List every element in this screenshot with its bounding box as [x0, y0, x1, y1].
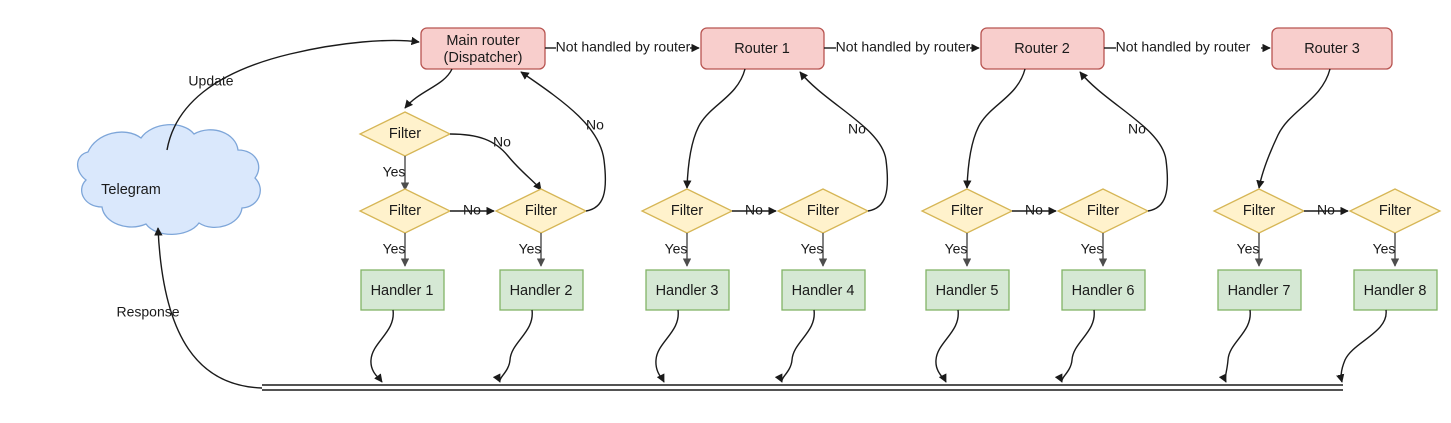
handler-5-box	[925, 269, 1010, 311]
edge-label-yes-7: Yes	[1081, 241, 1104, 257]
handler-2-box	[499, 269, 584, 311]
handler-2-label: Handler 2	[510, 283, 573, 299]
cloud-shape	[76, 123, 261, 235]
node-filter-b2[interactable]: Filter	[776, 188, 870, 234]
cloud-label: Telegram	[101, 182, 161, 198]
node-handler-7[interactable]: Handler 7	[1217, 269, 1302, 311]
edge-label-no-6: No	[1025, 202, 1043, 218]
edge-router2-to-filter-c1	[963, 68, 1026, 189]
handler-3-label: Handler 3	[656, 283, 719, 299]
node-filter-a1[interactable]: Filter	[358, 111, 452, 157]
handler-7-label: Handler 7	[1228, 283, 1291, 299]
node-filter-c1[interactable]: Filter	[920, 188, 1014, 234]
edge-label-yes-4: Yes	[665, 241, 688, 257]
edge-label-yes-9: Yes	[1373, 241, 1396, 257]
edge-router1-to-filter-b1	[683, 68, 746, 189]
main-router-label-line2: (Dispatcher)	[444, 50, 523, 66]
node-router-2[interactable]: Router 2	[980, 27, 1105, 70]
edge-label-yes-6: Yes	[945, 241, 968, 257]
handler-1-box	[360, 269, 445, 311]
edge-response	[154, 227, 263, 389]
edge-handler-7-to-bus	[1218, 309, 1251, 383]
handler-6-label: Handler 6	[1072, 283, 1135, 299]
response-bus	[262, 384, 1343, 391]
node-filter-b1[interactable]: Filter	[640, 188, 734, 234]
edge-label-response: Response	[116, 304, 179, 320]
node-filter-d2[interactable]: Filter	[1348, 188, 1442, 234]
edge-router3-to-filter-d1	[1256, 68, 1331, 189]
edge-update	[166, 36, 420, 151]
node-filter-c2[interactable]: Filter	[1056, 188, 1150, 234]
filter-b1-label: Filter	[671, 203, 703, 219]
edge-handler-8-to-bus	[1336, 309, 1387, 383]
node-handler-6[interactable]: Handler 6	[1061, 269, 1146, 311]
edge-filter-a3-no	[520, 71, 607, 212]
node-handler-1[interactable]: Handler 1	[360, 269, 445, 311]
handler-5-label: Handler 5	[936, 283, 999, 299]
edge-mainrouter-to-filter-a1	[404, 68, 453, 109]
edge-filter-a1-no	[449, 133, 542, 191]
handler-8-box	[1353, 269, 1438, 311]
router-1-label: Router 1	[734, 41, 790, 57]
edge-label-no-7: No	[1128, 121, 1146, 137]
edge-label-yes-8: Yes	[1237, 241, 1260, 257]
handler-4-label: Handler 4	[792, 283, 855, 299]
handler-1-label: Handler 1	[371, 283, 434, 299]
edge-filter-c2-no	[1079, 71, 1169, 212]
handler-3-box	[645, 269, 730, 311]
router-3-box	[1271, 27, 1393, 70]
node-router-1[interactable]: Router 1	[700, 27, 825, 70]
edge-label-yes-3: Yes	[519, 241, 542, 257]
edge-label-not-handled-1: Not handled by router	[556, 39, 691, 55]
edge-label-no-2: No	[463, 202, 481, 218]
router-2-label: Router 2	[1014, 41, 1070, 57]
edge-label-update: Update	[188, 73, 233, 89]
edge-filter-b2-no	[799, 71, 889, 212]
filter-b2-label: Filter	[807, 203, 839, 219]
node-handler-2[interactable]: Handler 2	[499, 269, 584, 311]
edge-handler-5-to-bus	[935, 309, 959, 383]
node-handler-3[interactable]: Handler 3	[645, 269, 730, 311]
edge-label-no-1: No	[493, 134, 511, 150]
handler-7-box	[1217, 269, 1302, 311]
edge-label-no-8: No	[1317, 202, 1335, 218]
filter-c1-label: Filter	[951, 203, 983, 219]
edge-handler-4-to-bus	[774, 309, 815, 383]
router-3-label: Router 3	[1304, 41, 1360, 57]
edge-label-no-5: No	[848, 121, 866, 137]
filter-d2-label: Filter	[1379, 203, 1411, 219]
filter-d1-label: Filter	[1243, 203, 1275, 219]
node-main-router[interactable]: Main router (Dispatcher)	[420, 27, 546, 70]
edge-handler-6-to-bus	[1054, 309, 1095, 383]
edge-label-not-handled-2: Not handled by router	[836, 39, 971, 55]
filter-a1-label: Filter	[389, 126, 421, 142]
node-filter-a2[interactable]: Filter	[358, 188, 452, 234]
handler-6-box	[1061, 269, 1146, 311]
edge-label-not-handled-3: Not handled by router	[1116, 39, 1251, 55]
node-handler-4[interactable]: Handler 4	[781, 269, 866, 311]
node-router-3[interactable]: Router 3	[1271, 27, 1393, 70]
edge-label-yes-5: Yes	[801, 241, 824, 257]
handler-8-label: Handler 8	[1364, 283, 1427, 299]
node-handler-8[interactable]: Handler 8	[1353, 269, 1438, 311]
filter-c2-label: Filter	[1087, 203, 1119, 219]
edge-label-no-3: No	[586, 117, 604, 133]
edge-label-yes-1: Yes	[383, 164, 406, 180]
node-filter-a3[interactable]: Filter	[494, 188, 588, 234]
edge-handler-3-to-bus	[655, 309, 679, 383]
filter-a2-label: Filter	[389, 203, 421, 219]
telegram-cloud[interactable]: Telegram	[76, 123, 261, 235]
node-handler-5[interactable]: Handler 5	[925, 269, 1010, 311]
edge-label-no-4: No	[745, 202, 763, 218]
node-filter-d1[interactable]: Filter	[1212, 188, 1306, 234]
edge-handler-1-to-bus	[370, 309, 394, 383]
edge-handler-2-to-bus	[492, 309, 533, 383]
filter-a3-label: Filter	[525, 203, 557, 219]
handler-4-box	[781, 269, 866, 311]
main-router-label-line1: Main router	[446, 33, 520, 49]
edge-label-yes-2: Yes	[383, 241, 406, 257]
